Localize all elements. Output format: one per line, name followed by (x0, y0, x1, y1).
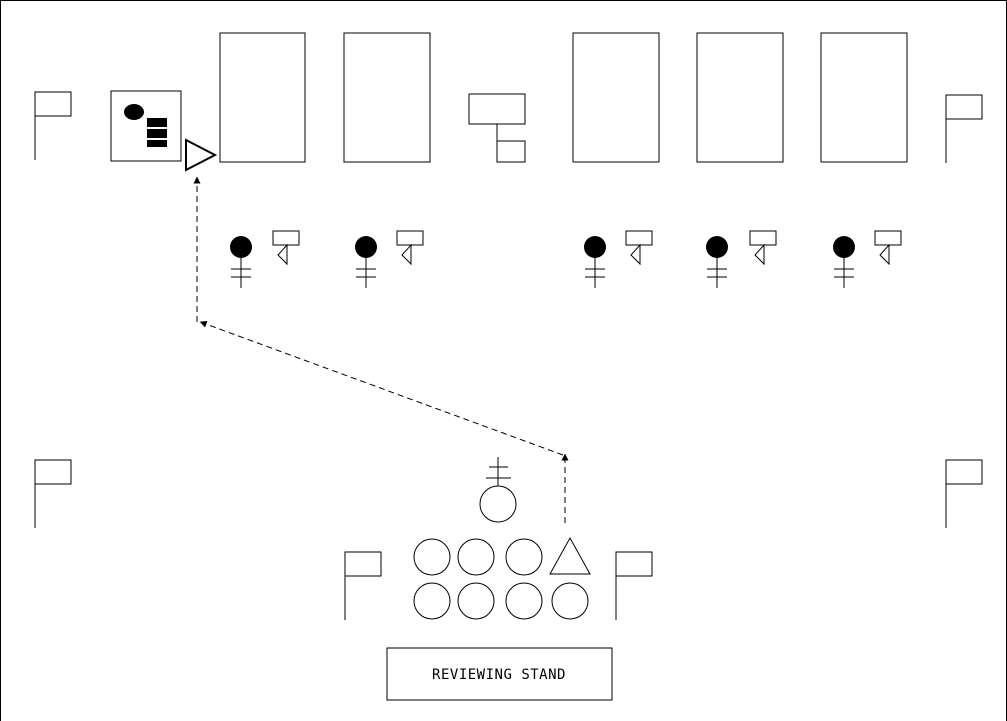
unit-box (219, 32, 306, 163)
band-icon (468, 93, 526, 163)
reviewing-officer-icon (479, 457, 517, 523)
officer-guidon-icon (706, 230, 777, 288)
staff-circle-icon (413, 538, 451, 576)
flag-marker-icon (34, 91, 72, 161)
staff-circle-icon (457, 582, 495, 620)
flag-marker-icon (945, 94, 983, 164)
officer-guidon-icon (355, 230, 424, 288)
flag-marker-icon (945, 459, 983, 529)
reviewing-stand: REVIEWING STAND (386, 647, 613, 701)
staff-circle-icon (505, 538, 543, 576)
staff-circle-icon (505, 582, 543, 620)
officer-guidon-icon (584, 230, 653, 288)
unit-box (343, 32, 431, 163)
officer-guidon-icon (833, 230, 902, 288)
commander-icon (110, 90, 182, 162)
reviewing-stand-label: REVIEWING STAND (432, 667, 566, 683)
unit-box (572, 32, 660, 163)
unit-box (820, 32, 908, 163)
officer-guidon-icon (230, 230, 300, 288)
staff-circle-icon (551, 582, 589, 620)
staff-triangle-icon (549, 536, 591, 575)
march-route-path (193, 176, 569, 523)
staff-circle-icon (457, 538, 495, 576)
flag-marker-icon (34, 459, 72, 529)
flag-marker-icon (615, 551, 653, 621)
flag-marker-icon (344, 551, 382, 621)
start-marker-icon (185, 138, 218, 172)
unit-box (696, 32, 784, 163)
staff-circle-icon (413, 582, 451, 620)
